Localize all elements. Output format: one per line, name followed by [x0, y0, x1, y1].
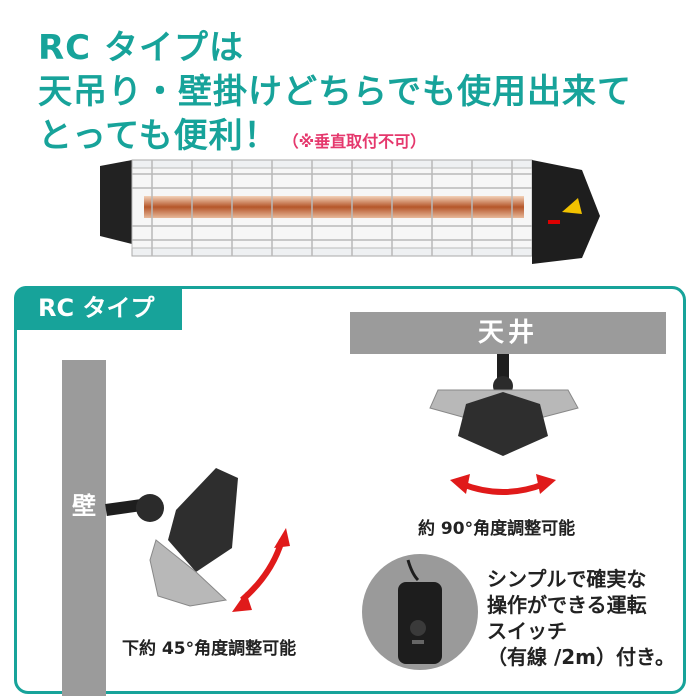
- headline-line-3: とっても便利！（※垂直取付不可）: [38, 114, 632, 164]
- switch-description: シンプルで確実な 操作ができる運転 スイッチ （有線 /2m）付き。: [487, 566, 675, 670]
- ceiling-rotation-arrow: [460, 481, 546, 495]
- headline-line-2: 天吊り・壁掛けどちらでも使用出来て: [38, 72, 632, 112]
- headline: RC タイプは 天吊り・壁掛けどちらでも使用出来て とっても便利！（※垂直取付不…: [38, 26, 632, 164]
- headline-line-3-text: とっても便利！: [38, 116, 279, 156]
- wall-bar: [62, 360, 106, 696]
- headline-note: （※垂直取付不可）: [282, 132, 427, 151]
- panel-label: RC タイプ: [14, 286, 182, 330]
- rc-type-panel: [14, 286, 686, 694]
- headline-line-1: RC タイプは: [38, 28, 244, 68]
- heater-product-image: [100, 159, 600, 264]
- wall-caption: 下約 45°角度調整可能: [122, 639, 297, 659]
- ceiling-caption: 約 90°角度調整可能: [418, 519, 576, 539]
- switch-line-4: （有線 /2m）付き。: [487, 645, 676, 669]
- wall-rotation-arrow: [240, 539, 285, 603]
- wall-label: 壁: [72, 492, 96, 520]
- switch-photo: [362, 554, 478, 670]
- ceiling-bar: 天井: [350, 312, 666, 354]
- ceiling-mount-illustration: [429, 354, 579, 456]
- switch-line-3: スイッチ: [487, 619, 567, 643]
- switch-line-2: 操作ができる運転: [487, 593, 647, 617]
- switch-line-1: シンプルで確実な: [487, 567, 647, 591]
- wall-mount-illustration: [105, 468, 238, 607]
